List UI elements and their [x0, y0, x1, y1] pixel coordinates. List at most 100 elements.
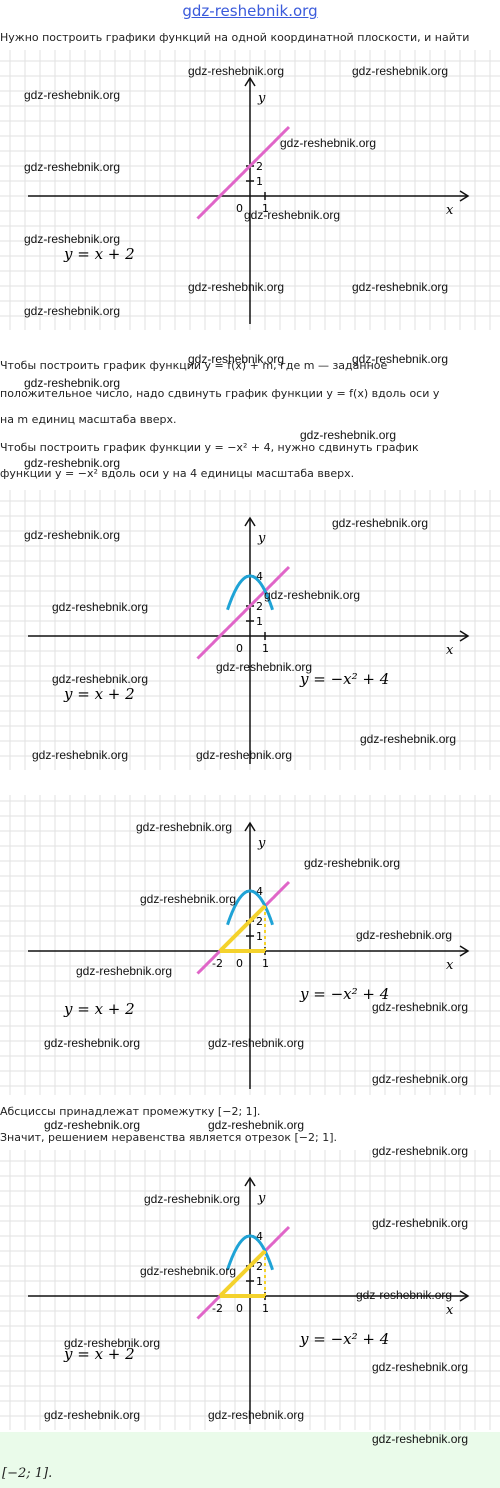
watermark: gdz-reshebnik.org: [304, 856, 401, 870]
parabola-equation-label: y = −x² + 4: [299, 1330, 389, 1348]
y-tick-label-2: 2: [256, 1260, 263, 1273]
line-equation-label: y = x + 2: [63, 685, 135, 703]
line-equation-label: y = x + 2: [63, 245, 135, 263]
y-axis-label: y: [257, 91, 266, 106]
watermark: gdz-reshebnik.org: [24, 88, 121, 102]
y-tick-label-1: 1: [256, 930, 263, 943]
y-tick-label-1: 1: [256, 1275, 263, 1288]
watermark: gdz-reshebnik.org: [24, 376, 121, 390]
answer-box: [0, 1432, 500, 1488]
origin-label: 0: [236, 1302, 243, 1315]
watermark: gdz-reshebnik.org: [280, 136, 377, 150]
watermark: gdz-reshebnik.org: [352, 352, 449, 366]
line-equation-label: y = x + 2: [63, 1000, 135, 1018]
y-tick-label-2: 2: [256, 600, 263, 613]
parabola-equation-label: y = −x² + 4: [299, 985, 389, 1003]
watermark: gdz-reshebnik.org: [372, 1144, 469, 1158]
y-tick-label-4: 4: [256, 885, 263, 898]
watermark: gdz-reshebnik.org: [372, 1360, 469, 1374]
line-series: [196, 565, 291, 660]
watermark: gdz-reshebnik.org: [64, 1336, 161, 1350]
watermark: gdz-reshebnik.org: [216, 660, 313, 674]
x-axis-label: x: [446, 1303, 454, 1318]
y-axis-arrow: [244, 1176, 256, 1187]
x-tick-label-1: 1: [262, 642, 269, 655]
watermark: gdz-reshebnik.org: [188, 64, 285, 78]
watermark: gdz-reshebnik.org: [372, 1432, 469, 1446]
y-tick-label-1: 1: [256, 175, 263, 188]
watermark: gdz-reshebnik.org: [352, 280, 449, 294]
x-axis-label: x: [446, 643, 454, 658]
watermark: gdz-reshebnik.org: [352, 64, 449, 78]
watermark: gdz-reshebnik.org: [244, 208, 341, 222]
watermark: gdz-reshebnik.org: [356, 928, 453, 942]
watermark: gdz-reshebnik.org: [372, 1216, 469, 1230]
x-axis-label: x: [446, 203, 454, 218]
y-axis-arrow: [244, 821, 256, 832]
watermark: gdz-reshebnik.org: [44, 1118, 141, 1132]
y-tick-label-1: 1: [256, 615, 263, 628]
x-axis-arrow: [459, 190, 470, 202]
watermark: gdz-reshebnik.org: [196, 748, 293, 762]
site-title-link[interactable]: gdz-reshebnik.org: [182, 2, 318, 20]
origin-label: 0: [236, 202, 243, 215]
watermark: gdz-reshebnik.org: [144, 1192, 241, 1206]
watermark: gdz-reshebnik.org: [208, 1036, 305, 1050]
graph-2: x y 0 1 1 2 4 y = x + 2 y = −x² + 4: [0, 490, 500, 770]
shift-text-3: на m единиц масштаба вверх.: [0, 413, 177, 426]
intro-text: Нужно построить графики функций на одной…: [0, 31, 470, 44]
watermark: gdz-reshebnik.org: [76, 964, 173, 978]
watermark: gdz-reshebnik.org: [332, 516, 429, 530]
x-tick-label-1: 1: [262, 202, 269, 215]
y-axis-arrow: [244, 76, 256, 87]
origin-label: 0: [236, 957, 243, 970]
abscissa-text-1: Абсциссы принадлежат промежутку [−2; 1].: [0, 1105, 261, 1118]
watermark: gdz-reshebnik.org: [44, 1036, 141, 1050]
watermark: gdz-reshebnik.org: [32, 748, 129, 762]
highlight-segment: [218, 1249, 267, 1298]
watermark: gdz-reshebnik.org: [372, 1000, 469, 1014]
watermark: gdz-reshebnik.org: [24, 160, 121, 174]
x-tick-label-1: 1: [262, 1302, 269, 1315]
watermark: gdz-reshebnik.org: [300, 428, 397, 442]
watermark: gdz-reshebnik.org: [52, 672, 149, 686]
x-axis-arrow: [459, 630, 470, 642]
y-tick-label-4: 4: [256, 570, 263, 583]
x-axis-label: x: [446, 958, 454, 973]
watermark: gdz-reshebnik.org: [188, 280, 285, 294]
parabola-series: [226, 574, 274, 611]
parabola-equation-label: y = −x² + 4: [299, 670, 389, 688]
watermark: gdz-reshebnik.org: [264, 588, 361, 602]
watermark: gdz-reshebnik.org: [140, 1264, 237, 1278]
x-axis-arrow: [459, 945, 470, 957]
x-axis-arrow: [459, 1290, 470, 1302]
watermark: gdz-reshebnik.org: [136, 820, 233, 834]
watermark: gdz-reshebnik.org: [24, 456, 121, 470]
abscissa-text-2: Значит, решением неравенства является от…: [0, 1131, 338, 1144]
watermark: gdz-reshebnik.org: [24, 304, 121, 318]
watermark: gdz-reshebnik.org: [360, 732, 457, 746]
line-equation-label: y = x + 2: [63, 1345, 135, 1363]
y-axis-arrow: [244, 516, 256, 527]
watermark: gdz-reshebnik.org: [44, 1408, 141, 1422]
watermark: gdz-reshebnik.org: [208, 1408, 305, 1422]
parabola-text-1: Чтобы построить график функции y = −x² +…: [0, 441, 419, 454]
shift-text-2: положительное число, надо сдвинуть графи…: [0, 387, 440, 400]
line-series: [196, 125, 291, 220]
watermark: gdz-reshebnik.org: [24, 232, 121, 246]
watermark: gdz-reshebnik.org: [208, 1118, 305, 1132]
watermark: gdz-reshebnik.org: [140, 892, 237, 906]
y-tick-label-2: 2: [256, 915, 263, 928]
y-axis-label: y: [257, 531, 266, 546]
x-tick-label-minus-2: -2: [212, 957, 223, 970]
x-tick-label-minus-2: -2: [212, 1302, 223, 1315]
watermark: gdz-reshebnik.org: [372, 1072, 469, 1086]
highlight-segment: [218, 904, 267, 953]
origin-label: 0: [236, 642, 243, 655]
shift-text-1: Чтобы построить график функции y = f(x) …: [0, 359, 388, 372]
